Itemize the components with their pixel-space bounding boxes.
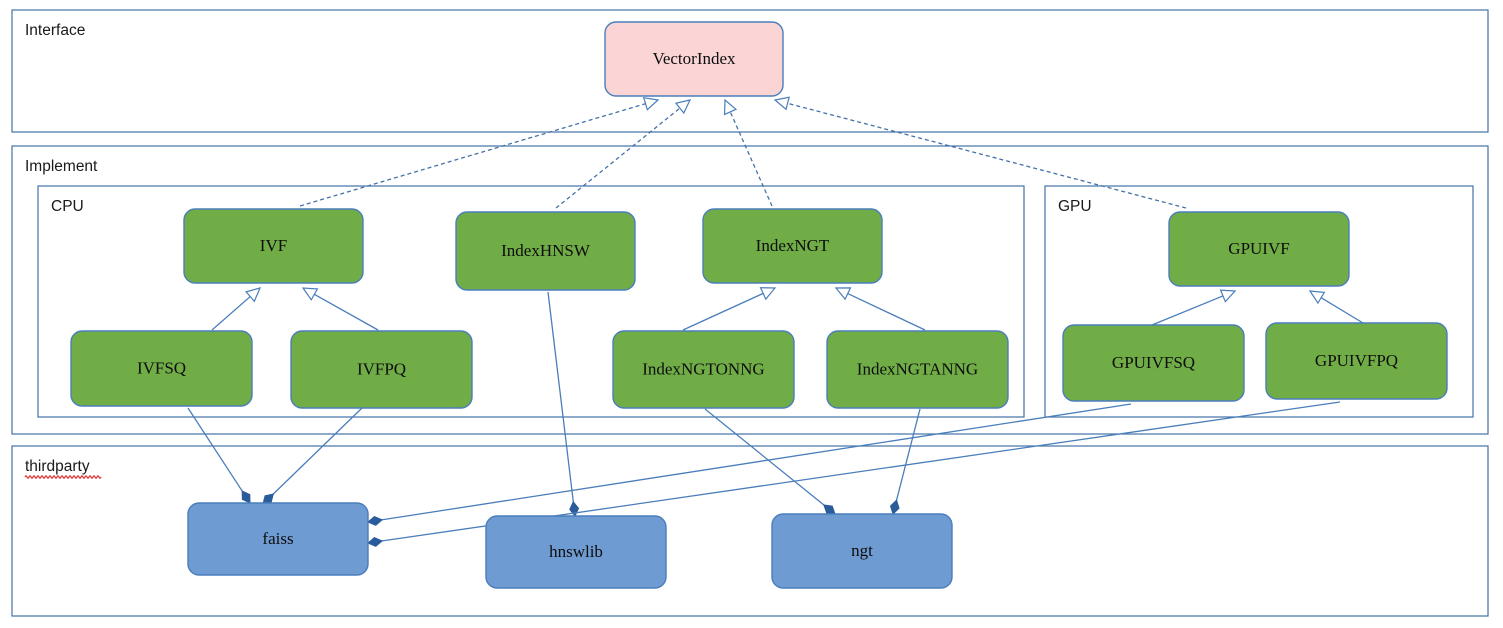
group-label-interface: Interface bbox=[25, 22, 85, 39]
edge-e-ivf-vectorindex bbox=[299, 96, 660, 207]
composition-diamond-icon bbox=[889, 499, 900, 515]
generalization-arrowhead-icon bbox=[1219, 289, 1237, 303]
edge-e-indexngt-vectorindex bbox=[723, 98, 773, 207]
edge-e-ivfsq-ivf bbox=[211, 287, 262, 331]
node-label-indexhnsw: IndexHNSW bbox=[501, 241, 591, 260]
edge-line-e-ngtonng-indexngt bbox=[682, 292, 764, 331]
generalization-arrowhead-icon bbox=[245, 287, 262, 303]
edge-e-ngtonng-ngt bbox=[704, 408, 836, 515]
node-label-indexngt: IndexNGT bbox=[756, 236, 830, 255]
edge-line-e-indexngt-vectorindex bbox=[729, 111, 773, 207]
edge-e-ivfpq-faiss bbox=[262, 407, 363, 505]
node-box-faiss[interactable] bbox=[187, 502, 369, 576]
edge-line-e-ivfpq-faiss bbox=[272, 407, 363, 495]
node-faiss[interactable]: faiss bbox=[187, 502, 369, 576]
node-label-indexngtonng: IndexNGTONNG bbox=[642, 359, 764, 378]
edge-line-e-ivfsq-faiss bbox=[187, 407, 244, 492]
generalization-arrowhead-icon bbox=[834, 287, 852, 301]
node-box-hnswlib[interactable] bbox=[485, 515, 667, 589]
node-ivfsq[interactable]: IVFSQ bbox=[70, 330, 253, 407]
edge-e-ngtanng-ngt bbox=[889, 408, 921, 515]
node-label-indexngtanng: IndexNGTANNG bbox=[857, 359, 978, 378]
node-label-hnswlib: hnswlib bbox=[549, 542, 603, 561]
node-indexngtonng[interactable]: IndexNGTONNG bbox=[612, 330, 795, 409]
edge-line-e-gpuivfsq-faiss bbox=[381, 403, 1132, 521]
node-label-ngt: ngt bbox=[851, 541, 873, 560]
realization-arrowhead-icon bbox=[773, 96, 790, 111]
node-gpuivfpq[interactable]: GPUIVFPQ bbox=[1265, 322, 1448, 400]
node-ivf[interactable]: IVF bbox=[183, 208, 364, 284]
node-label-ivf: IVF bbox=[260, 236, 287, 255]
edge-e-ngtonng-indexngt bbox=[682, 287, 777, 331]
group-label-gpu: GPU bbox=[1058, 198, 1092, 215]
edge-e-indexhnsw-vectorindex bbox=[555, 99, 692, 209]
node-box-ivf[interactable] bbox=[183, 208, 364, 284]
node-box-gpuivf[interactable] bbox=[1168, 211, 1350, 287]
edge-e-ivfpq-ivf bbox=[301, 287, 379, 331]
node-label-ivfpq: IVFPQ bbox=[357, 359, 406, 378]
generalization-arrowhead-icon bbox=[301, 287, 319, 301]
group-label-thirdparty: thirdparty bbox=[25, 458, 90, 475]
generalization-arrowhead-icon bbox=[759, 287, 777, 301]
edge-e-gpuivfsq-faiss bbox=[367, 403, 1132, 526]
realization-arrowhead-icon bbox=[723, 98, 738, 116]
node-indexngt[interactable]: IndexNGT bbox=[702, 208, 883, 284]
node-hnswlib[interactable]: hnswlib bbox=[485, 515, 667, 589]
realization-arrowhead-icon bbox=[642, 96, 660, 111]
edge-e-ngtanng-indexngt bbox=[834, 287, 926, 331]
edge-e-gpuivf-vectorindex bbox=[773, 96, 1187, 209]
edge-line-e-ngtanng-ngt bbox=[895, 408, 921, 501]
node-ngt[interactable]: ngt bbox=[771, 513, 953, 589]
node-box-ngt[interactable] bbox=[771, 513, 953, 589]
composition-diamond-icon bbox=[367, 537, 384, 547]
edge-line-e-gpuivfpq-gpuivf bbox=[1320, 297, 1364, 324]
spellcheck-underline-thirdparty bbox=[24, 475, 102, 479]
node-label-ivfsq: IVFSQ bbox=[137, 358, 186, 377]
node-label-gpuivfpq: GPUIVFPQ bbox=[1315, 351, 1398, 370]
edge-line-e-gpuivf-vectorindex bbox=[787, 102, 1187, 209]
node-box-indexngt[interactable] bbox=[702, 208, 883, 284]
node-vectorindex[interactable]: VectorIndex bbox=[604, 21, 784, 97]
realization-arrowhead-icon bbox=[674, 99, 692, 115]
node-box-vectorindex[interactable] bbox=[604, 21, 784, 97]
group-label-cpu: CPU bbox=[51, 198, 84, 215]
node-label-faiss: faiss bbox=[262, 529, 293, 548]
composition-diamond-icon bbox=[367, 515, 384, 526]
edge-line-e-ivfsq-ivf bbox=[211, 296, 251, 331]
node-box-indexngtanng[interactable] bbox=[826, 330, 1009, 409]
node-ivfpq[interactable]: IVFPQ bbox=[290, 330, 473, 409]
group-label-implement: Implement bbox=[25, 158, 98, 175]
node-box-ivfpq[interactable] bbox=[290, 330, 473, 409]
edge-line-e-ivfpq-ivf bbox=[314, 293, 379, 331]
node-box-indexhnsw[interactable] bbox=[455, 211, 636, 291]
edge-e-gpuivfsq-gpuivf bbox=[1151, 289, 1237, 326]
node-box-indexngtonng[interactable] bbox=[612, 330, 795, 409]
node-box-gpuivfpq[interactable] bbox=[1265, 322, 1448, 400]
edge-e-ivfsq-faiss bbox=[187, 407, 251, 504]
node-label-vectorindex: VectorIndex bbox=[652, 49, 736, 68]
node-indexhnsw[interactable]: IndexHNSW bbox=[455, 211, 636, 291]
generalization-arrowhead-icon bbox=[1308, 290, 1326, 305]
node-box-ivfsq[interactable] bbox=[70, 330, 253, 407]
node-label-gpuivf: GPUIVF bbox=[1228, 239, 1289, 258]
edge-line-e-gpuivfsq-gpuivf bbox=[1151, 295, 1224, 326]
edge-line-e-indexhnsw-hnswlib bbox=[547, 291, 575, 503]
edge-e-gpuivfpq-gpuivf bbox=[1308, 290, 1364, 324]
edge-line-e-ngtonng-ngt bbox=[704, 408, 825, 506]
edge-line-e-ngtanng-indexngt bbox=[847, 292, 926, 331]
node-label-gpuivfsq: GPUIVFSQ bbox=[1112, 353, 1195, 372]
node-gpuivf[interactable]: GPUIVF bbox=[1168, 211, 1350, 287]
node-indexngtanng[interactable]: IndexNGTANNG bbox=[826, 330, 1009, 409]
node-gpuivfsq[interactable]: GPUIVFSQ bbox=[1062, 324, 1245, 402]
node-box-gpuivfsq[interactable] bbox=[1062, 324, 1245, 402]
composition-diamond-icon bbox=[241, 490, 251, 504]
edge-line-e-indexhnsw-vectorindex bbox=[555, 107, 681, 209]
